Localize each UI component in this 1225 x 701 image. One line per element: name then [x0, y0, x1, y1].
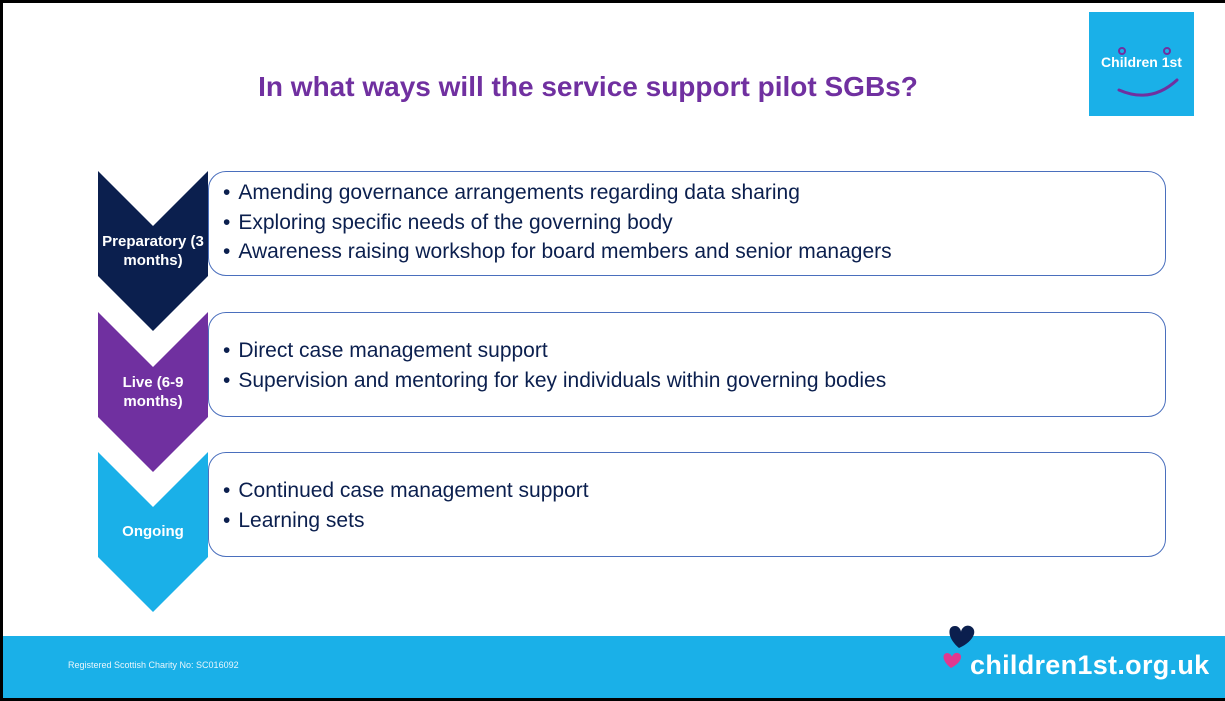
stage-chevrons: [98, 171, 208, 612]
charity-number: Registered Scottish Charity No: SC016092: [68, 660, 239, 670]
stage-label-live: Live (6-9 months): [122, 374, 184, 410]
page-title: In what ways will the service support pi…: [258, 71, 918, 102]
list-item: Continued case management support: [223, 476, 1165, 506]
children-1st-logo: Children 1st: [1089, 12, 1194, 116]
logo-text: Children 1st: [1101, 54, 1182, 70]
chevron-ongoing: [98, 452, 208, 612]
list-item: Direct case management support: [223, 336, 1165, 366]
list-item: Supervision and mentoring for key indivi…: [223, 366, 1165, 396]
chevron-live: [98, 312, 208, 472]
list-item: Awareness raising workshop for board mem…: [223, 237, 1165, 267]
stage-label-preparatory: Preparatory (3 months): [102, 233, 204, 269]
chevron-preparatory: [98, 171, 208, 331]
stage-card-live: Direct case management support Supervisi…: [208, 312, 1166, 417]
hearts-icon: [943, 625, 975, 668]
logo-smile-icon: [1117, 47, 1179, 97]
stage-label-ongoing: Ongoing: [122, 523, 184, 540]
stage-card-ongoing: Continued case management support Learni…: [208, 452, 1166, 557]
website-link[interactable]: children1st.org.uk: [970, 650, 1210, 680]
footer: Registered Scottish Charity No: SC016092…: [3, 625, 1225, 698]
list-item: Amending governance arrangements regardi…: [223, 178, 1165, 208]
list-item: Learning sets: [223, 506, 1165, 536]
list-item: Exploring specific needs of the governin…: [223, 208, 1165, 238]
stage-card-preparatory: Amending governance arrangements regardi…: [208, 171, 1166, 276]
